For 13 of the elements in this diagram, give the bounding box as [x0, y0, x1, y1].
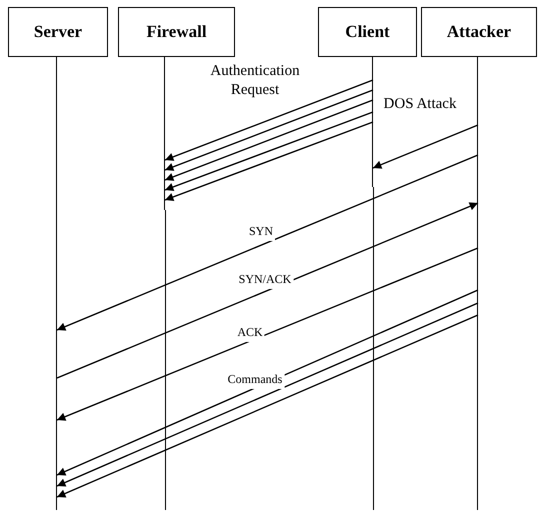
message-arrow [162, 89, 374, 171]
participant-box: Server [8, 7, 108, 57]
message-arrow [54, 247, 478, 421]
participant-box: Client [318, 7, 417, 57]
message-arrow [162, 99, 374, 181]
message-arrow [370, 124, 478, 169]
participant-box: Firewall [118, 7, 235, 57]
message-arrow [54, 154, 478, 331]
message-arrow [162, 111, 374, 191]
message-arrow [162, 121, 374, 201]
participant-box: Attacker [421, 7, 537, 57]
message-arrow [162, 79, 374, 161]
message-arrow [56, 202, 481, 379]
